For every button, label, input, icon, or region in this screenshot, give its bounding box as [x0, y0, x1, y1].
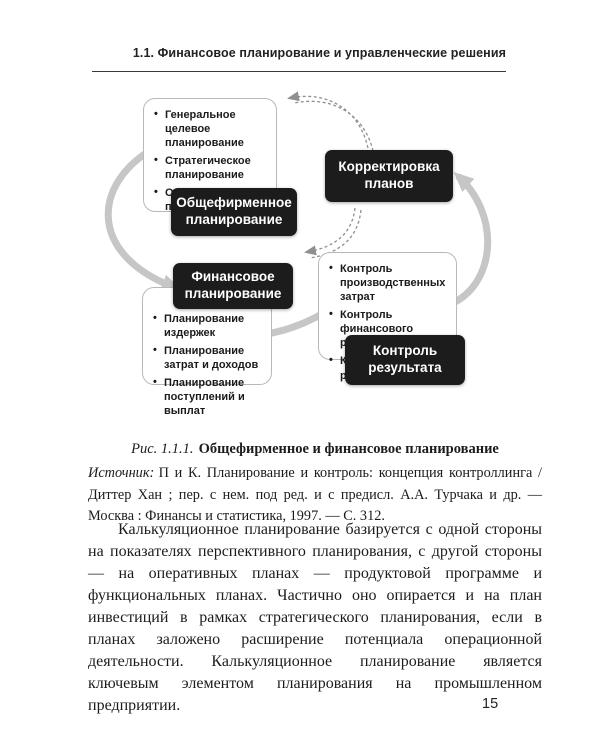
list-item: Стратегическое планирование — [154, 153, 270, 182]
list-item: Контроль производственных затрат — [329, 261, 450, 304]
feedback-arrow-top-line-icon — [293, 100, 374, 152]
feedback-arrow-middle-icon — [304, 207, 356, 256]
node-general-planning: Общефирменное планирование — [171, 188, 297, 236]
feedback-arrow-middle-line-icon — [309, 209, 362, 259]
figure-caption: Рис. 1.1.1.Общефирменное и финансовое пл… — [88, 441, 542, 458]
figure-source: Источник:П и К. Планирование и контроль:… — [88, 463, 542, 528]
figure-title: Общефирменное и финансовое планирование — [198, 441, 499, 457]
paragraph: Калькуляционное планирование базируется … — [88, 521, 542, 714]
body-text: Калькуляционное планирование базируется … — [88, 519, 542, 717]
financial-planning-list: Планирование издержек Планирование затра… — [143, 310, 271, 429]
source-text: П и К. Планирование и контроль: концепци… — [88, 465, 542, 524]
list-item: Генеральное целевое планирование — [154, 107, 270, 150]
feedback-arrow-top-icon — [287, 91, 369, 149]
list-item: Планирование издержек — [153, 311, 265, 340]
list-item: Планирование поступлений и выплат — [153, 375, 265, 418]
page-number: 15 — [482, 696, 499, 712]
figure-number: Рис. 1.1.1. — [131, 441, 194, 457]
node-result-control: Контроль результата — [345, 335, 465, 385]
planning-cycle-diagram: Генеральное целевое планирование Стратег… — [78, 88, 524, 434]
node-plan-correction: Корректировка планов — [325, 150, 453, 202]
node-financial-planning: Финансовое планирование — [173, 263, 293, 309]
running-header: 1.1. Финансовое планирование и управленч… — [132, 46, 506, 60]
cycle-arrow-right-icon — [453, 171, 492, 306]
list-item: Планирование затрат и доходов — [153, 343, 265, 372]
cycle-arrow-left-icon — [104, 140, 182, 292]
source-label: Источник: — [88, 465, 155, 481]
header-rule — [92, 71, 506, 72]
